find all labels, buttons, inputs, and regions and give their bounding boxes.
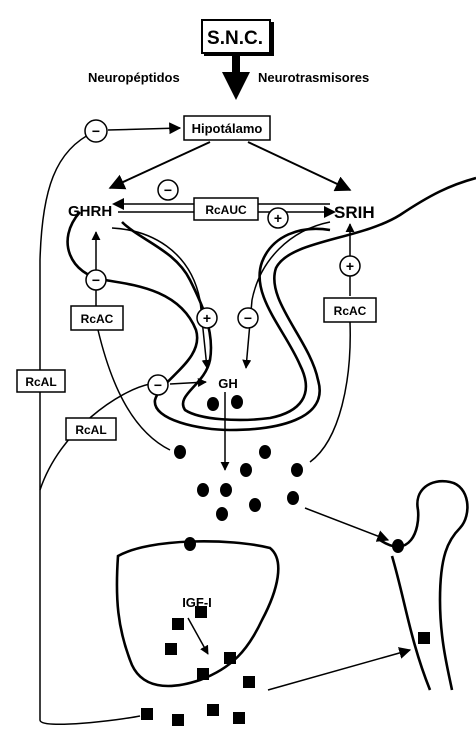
gh-molecule — [216, 507, 228, 521]
gh-molecule — [291, 463, 303, 477]
plus-sign-text: + — [203, 310, 211, 326]
igf-molecule — [165, 643, 177, 655]
neurotrasmisores-label: Neurotrasmisores — [258, 70, 369, 85]
minus-sign-text: − — [92, 272, 100, 288]
rcal-outer-label: RcAL — [25, 375, 56, 389]
minus-sign-text: − — [164, 182, 172, 198]
rcac-right-label: RcAC — [334, 304, 367, 318]
gh-molecule — [197, 483, 209, 497]
snc-label: S.N.C. — [207, 28, 263, 49]
igf-molecule — [207, 704, 219, 716]
gh-to-bone-arrow — [305, 508, 388, 540]
gh-molecule — [207, 397, 219, 411]
bone-outline-right — [380, 481, 467, 690]
gh-receptor-bone — [392, 539, 404, 553]
gh-molecule — [174, 445, 186, 459]
plus-sign-text: + — [274, 210, 282, 226]
snc-down-arrow — [222, 55, 250, 100]
igf-release-arrow — [188, 618, 208, 654]
gh-molecule — [287, 491, 299, 505]
minus-sign-text: − — [92, 123, 100, 139]
rcal-inner-arrow — [170, 382, 206, 384]
igf-molecule — [141, 708, 153, 720]
igf-molecule — [197, 668, 209, 680]
rcal-to-hipotalamo-arrow — [108, 128, 180, 130]
hipotalamo-to-srih-arrow — [248, 142, 350, 190]
igf-to-bone-arrow — [268, 650, 410, 690]
bone-outline-left — [392, 556, 430, 690]
gh-molecule — [249, 498, 261, 512]
rcauc-label: RcAUC — [205, 203, 247, 217]
hipotalamo-label: Hipotálamo — [192, 121, 263, 136]
gh-molecule — [231, 395, 243, 409]
rcac-right-line — [310, 322, 350, 462]
snc-box: S.N.C. — [202, 20, 272, 54]
minus-sign-text: − — [244, 310, 252, 326]
igf-receptor-bone — [418, 632, 430, 644]
igf-molecules — [141, 606, 255, 726]
hipotalamo-to-ghrh-arrow — [110, 142, 210, 188]
minus-sign-text: − — [154, 377, 162, 393]
gh-label: GH — [218, 376, 238, 391]
hipotalamo-box: Hipotálamo — [184, 116, 270, 140]
igf-molecule — [195, 606, 207, 618]
igf-molecule — [224, 652, 236, 664]
igf-molecule — [172, 618, 184, 630]
gh-molecule — [220, 483, 232, 497]
srih-label: SRIH — [334, 203, 375, 222]
igf-molecule — [172, 714, 184, 726]
gh-receptor-liver — [184, 537, 196, 551]
gh-molecule — [259, 445, 271, 459]
igf-molecule — [243, 676, 255, 688]
circulating-gh — [174, 445, 303, 521]
igf-molecule — [233, 712, 245, 724]
neuropeptidos-label: Neuropéptidos — [88, 70, 180, 85]
rcauc-link: RcAUC − + — [112, 180, 336, 228]
rcal-inner-label: RcAL — [75, 423, 106, 437]
rcac-left-label: RcAC — [81, 312, 114, 326]
gh-molecule — [240, 463, 252, 477]
plus-sign-text: + — [346, 258, 354, 274]
